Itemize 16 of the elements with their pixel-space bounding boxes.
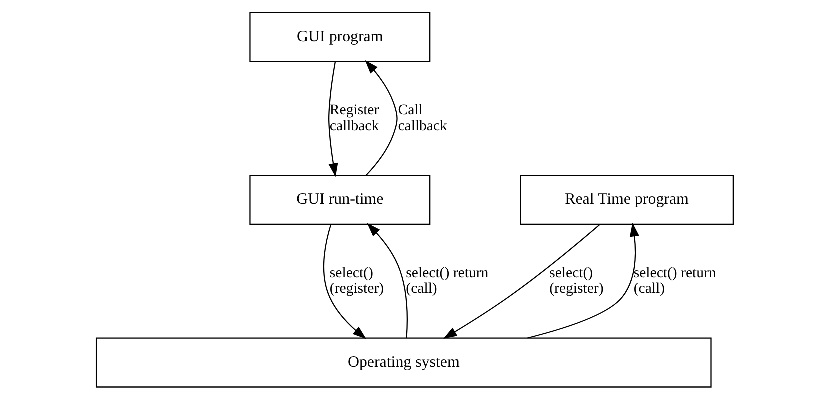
arrow [367, 223, 408, 338]
edge-label: Register callback [330, 102, 380, 134]
arrow [323, 224, 366, 340]
node-box: Operating system [96, 338, 712, 388]
arrow [328, 62, 338, 178]
node-box: Real Time program [520, 174, 734, 226]
arrow [528, 223, 640, 339]
edge-label: select() return (call) [634, 265, 716, 298]
edge-label: select() (register) [330, 265, 384, 298]
edge-label: select() (register) [550, 265, 604, 298]
edge-label: Call callback [398, 102, 448, 134]
arrow [365, 60, 398, 176]
edge-label: select() return (call) [406, 265, 489, 298]
arrow [444, 224, 600, 339]
node-box: GUI run-time [250, 174, 431, 226]
node-box: GUI program [250, 12, 431, 62]
